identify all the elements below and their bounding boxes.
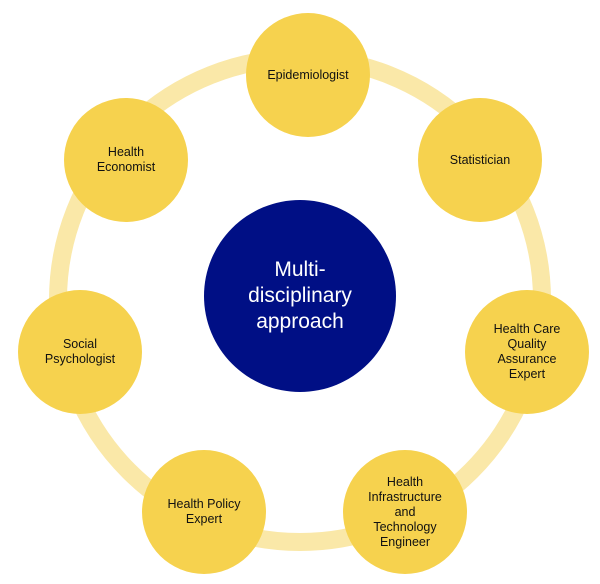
- node-label-health-policy-expert: Health Policy Expert: [167, 497, 241, 526]
- node-health-economist: Health Economist: [64, 98, 188, 222]
- node-label-health-infrastructure-technology-engineer: Health Infrastructure and Technology Eng…: [368, 474, 442, 549]
- node-statistician: Statistician: [418, 98, 542, 222]
- node-label-statistician: Statistician: [449, 152, 511, 167]
- center-node: Multi- disciplinary approach: [204, 200, 396, 392]
- node-label-health-care-quality-assurance-expert: Health Care Quality Assurance Expert: [493, 322, 561, 381]
- node-epidemiologist: Epidemiologist: [246, 13, 370, 137]
- node-health-infrastructure-technology-engineer: Health Infrastructure and Technology Eng…: [343, 450, 467, 574]
- node-social-psychologist: Social Psychologist: [18, 290, 142, 414]
- node-label-social-psychologist: Social Psychologist: [44, 337, 116, 366]
- node-health-care-quality-assurance-expert: Health Care Quality Assurance Expert: [465, 290, 589, 414]
- center-label: Multi- disciplinary approach: [248, 258, 352, 333]
- node-label-health-economist: Health Economist: [96, 145, 156, 174]
- node-label-epidemiologist: Epidemiologist: [267, 67, 349, 82]
- node-health-policy-expert: Health Policy Expert: [142, 450, 266, 574]
